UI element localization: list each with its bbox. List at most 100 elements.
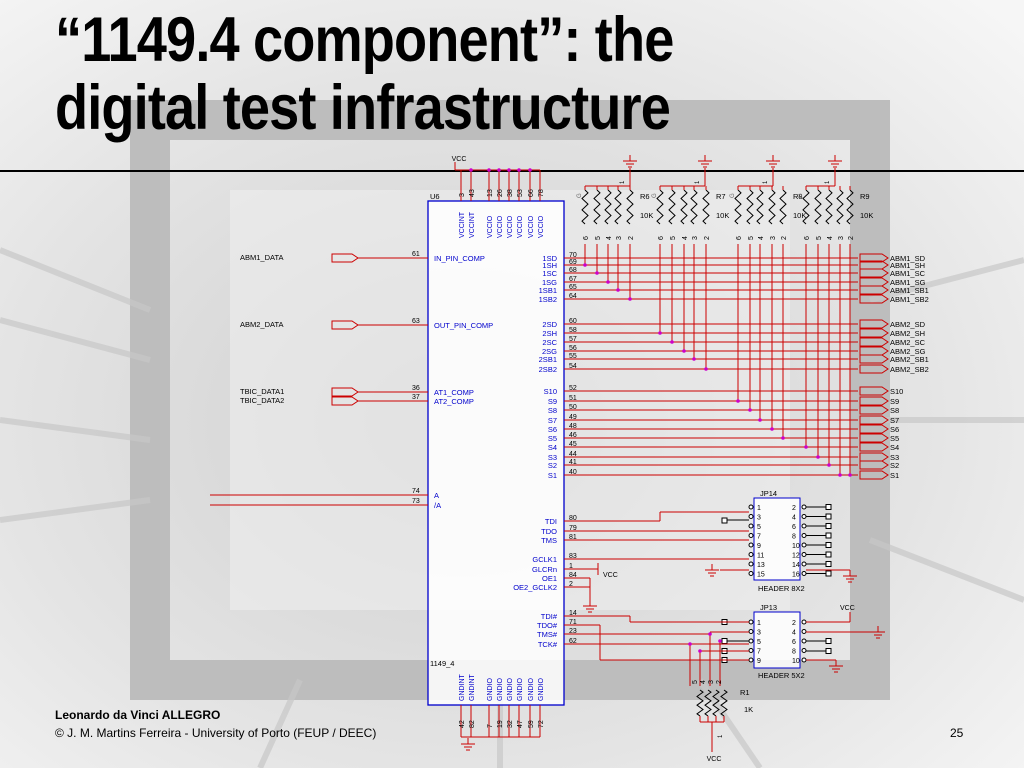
jp14-type: HEADER 8X2 [758,584,805,593]
net-port [859,285,889,295]
right-net-label: ABM1_SB2 [890,295,929,304]
net-port [859,354,889,364]
top-pin-number: 78 [538,189,545,197]
jp13-pad [748,629,754,634]
right-pin-number: 70 [569,252,577,259]
jp14-pin-left: 15 [757,572,765,579]
jp13-pad [748,648,754,653]
r1-pin-label: 4 [700,680,707,684]
res-pin-label: 5 [595,236,602,240]
bottom-pin-name: GNDIO [517,678,524,702]
junction-dot [606,280,610,284]
res-common-pin: 1 [695,180,701,184]
top-pin-number: 43 [469,189,476,197]
resistor-element [734,189,742,225]
res-value: 10K [640,211,653,220]
junction-dot [770,427,774,431]
res-pin-g: G [577,193,583,198]
junction-dot [827,463,831,467]
jp14-pad [748,533,754,538]
net-port [859,433,889,443]
junction-dot [628,297,632,301]
top-pin-name: VCCIO [497,215,504,238]
right-pin-name: 2SH [542,329,557,338]
right-pin-name: 1SG [542,278,557,287]
resistor-element [746,189,754,225]
right-pin-name: 1SD [542,254,557,263]
junction-dot [838,473,842,477]
res-pin-label: 4 [682,236,689,240]
right-net-label: ABM1_SG [890,278,926,287]
left-pin-number: 37 [412,394,420,401]
right-pin-number: 54 [569,363,577,370]
jp13-pin-left: 3 [757,630,761,637]
resistor-element [668,189,676,225]
right-pin-number: 23 [569,628,577,635]
res-pin-label: 5 [670,236,677,240]
jp13-pin-right: 4 [792,630,796,637]
res-pin-label: 3 [692,236,699,240]
resistor-element [690,189,698,225]
junction-dot [848,473,852,477]
res-pin-label: 3 [770,236,777,240]
junction-dot [583,263,587,267]
net-port [859,470,889,480]
right-net-label: S2 [890,461,899,470]
junction-dot [758,418,762,422]
resistor-element [702,189,710,225]
jp14-pad [748,504,754,510]
jp13-pin-left: 7 [757,649,761,656]
left-net-label: TBIC_DATA1 [240,387,284,396]
jp14-test-point [825,542,832,548]
right-pin-number: 49 [569,414,577,421]
res-pin-label: 3 [616,236,623,240]
resistor-element [756,189,764,225]
left-pin-number: 36 [412,385,420,392]
top-pin-number: 38 [507,189,514,197]
right-pin-number: 68 [569,267,577,274]
right-net-label: S9 [890,397,899,406]
left-net-label: ABM1_DATA [240,253,283,262]
bottom-pin-number: 42 [459,720,466,728]
res-pin-label: 2 [848,236,855,240]
jp14-pin-right: 8 [792,534,796,541]
junction-dot [487,168,491,172]
ic-u6-body [427,200,565,706]
right-pin-number: 41 [569,459,577,466]
net-port [859,415,889,425]
right-pin-name: 1SB2 [539,295,557,304]
jp14-pad [801,542,807,548]
r1-pin-label: 3 [708,680,715,684]
jp14-pin-right: 4 [792,515,796,522]
r1-vcc: VCC [707,756,722,763]
net-port [331,396,359,406]
resistor-element [704,689,712,717]
res-pin-label: 5 [816,236,823,240]
slide-title: “1149.4 component”: the digital test inf… [55,6,863,142]
left-pin-name: A [434,491,439,500]
right-pin-name: S9 [548,397,557,406]
right-pin-number: 51 [569,395,577,402]
bottom-pin-number: 7 [487,724,494,728]
jp14-pad [748,523,754,529]
net-port [859,396,889,406]
net-port [331,253,359,263]
right-pin-name: S1 [548,471,557,480]
bottom-pin-name: GNDIO [487,678,494,702]
res-value: 10K [860,211,873,220]
jp13-pin-right: 6 [792,639,796,646]
right-pin-number: 64 [569,293,577,300]
bottom-pin-name: GNDINT [459,673,466,701]
net-port [859,405,889,415]
right-net-label: S7 [890,416,899,425]
right-net-label: S8 [890,406,899,415]
jp14-pad [801,523,807,529]
left-net-label: TBIC_DATA2 [240,396,284,405]
net-port [859,328,889,338]
net-port [859,386,889,396]
right-pin-name: S6 [548,425,557,434]
jp14-pad [801,514,807,519]
jp13-pad [801,619,807,625]
right-net-label: ABM2_SB2 [890,365,929,374]
top-pin-name: VCCIO [507,215,514,238]
